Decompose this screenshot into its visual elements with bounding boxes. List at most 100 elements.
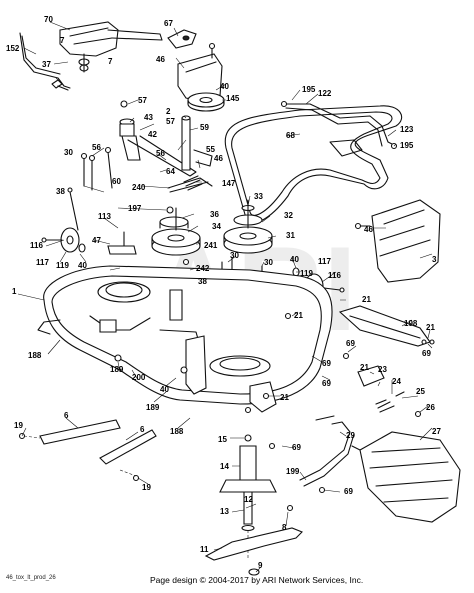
callout-195: 195 xyxy=(302,85,316,94)
callout-34: 34 xyxy=(212,222,221,231)
drive-belt xyxy=(224,105,403,224)
callout-189: 189 xyxy=(110,365,124,374)
callout-46: 46 xyxy=(364,225,373,234)
deflector-rod xyxy=(299,415,355,487)
callout-24: 24 xyxy=(392,377,401,386)
callout-43: 43 xyxy=(144,113,153,122)
lift-handle-assembly xyxy=(19,21,197,91)
spindle-assembly xyxy=(219,434,277,560)
callout-40: 40 xyxy=(290,255,299,264)
left-brackets xyxy=(18,419,157,482)
callout-19: 19 xyxy=(142,483,151,492)
callout-145: 145 xyxy=(226,94,240,103)
callout-7: 7 xyxy=(108,57,113,66)
mower-blade xyxy=(204,527,303,576)
callout-60: 60 xyxy=(112,177,121,186)
callout-56: 56 xyxy=(156,149,165,158)
callout-15: 15 xyxy=(218,435,227,444)
callout-116: 116 xyxy=(30,241,43,250)
callout-21: 21 xyxy=(280,393,289,402)
callout-40: 40 xyxy=(220,82,229,91)
callout-69: 69 xyxy=(344,487,353,496)
callout-6: 6 xyxy=(64,411,69,420)
center-pulley-stack xyxy=(151,207,201,266)
callout-46: 46 xyxy=(156,55,165,64)
left-lift-rods xyxy=(67,146,113,231)
callout-29: 29 xyxy=(346,431,355,440)
callout-199: 199 xyxy=(286,467,300,476)
callout-56: 56 xyxy=(92,143,101,152)
callout-116: 116 xyxy=(328,271,341,280)
callout-12: 12 xyxy=(244,495,253,504)
callout-57: 57 xyxy=(166,117,175,126)
right-baffle xyxy=(338,305,435,347)
callout-36: 36 xyxy=(210,210,219,219)
callout-21: 21 xyxy=(426,323,435,332)
callout-69: 69 xyxy=(346,339,355,348)
leader-lines xyxy=(17,21,433,573)
callout-67: 67 xyxy=(164,19,173,28)
callout-21: 21 xyxy=(360,363,369,372)
callout-198: 198 xyxy=(404,319,418,328)
callout-21: 21 xyxy=(362,295,371,304)
mower-deck-housing xyxy=(37,265,333,413)
callout-117: 117 xyxy=(318,257,331,266)
deflector-bracket xyxy=(357,365,422,418)
callout-26: 26 xyxy=(426,403,435,412)
belt-guard-and-idler xyxy=(177,42,225,112)
right-pulley-stack xyxy=(223,199,273,254)
callout-31: 31 xyxy=(286,231,295,240)
callout-13: 13 xyxy=(220,507,229,516)
callout-30: 30 xyxy=(230,251,239,260)
callout-7: 7 xyxy=(60,36,65,45)
callout-59: 59 xyxy=(200,123,209,132)
callout-70: 70 xyxy=(44,15,53,24)
callout-55: 55 xyxy=(206,145,215,154)
callout-labels: 70 67 7 152 7 37 46 40 145 57 2 43 57 59… xyxy=(6,15,441,570)
callout-57: 57 xyxy=(138,96,147,105)
callout-69: 69 xyxy=(322,359,331,368)
callout-122: 122 xyxy=(318,89,332,98)
callout-8: 8 xyxy=(282,523,287,532)
callout-241: 241 xyxy=(204,241,218,250)
callout-42: 42 xyxy=(148,130,157,139)
callout-147: 147 xyxy=(222,179,236,188)
belt-guide-rods xyxy=(280,100,398,157)
callout-30: 30 xyxy=(264,258,273,267)
callout-23: 23 xyxy=(378,365,387,374)
callout-123: 123 xyxy=(400,125,414,134)
callout-32: 32 xyxy=(284,211,293,220)
callout-33: 33 xyxy=(254,192,263,201)
callout-189: 189 xyxy=(146,403,160,412)
callout-188: 188 xyxy=(170,427,184,436)
callout-37: 37 xyxy=(42,60,51,69)
callout-30: 30 xyxy=(64,148,73,157)
callout-113: 113 xyxy=(98,212,111,221)
callout-197: 197 xyxy=(128,204,142,213)
callout-195: 195 xyxy=(400,141,414,150)
callout-242: 242 xyxy=(196,264,210,273)
callout-47: 47 xyxy=(92,236,101,245)
callout-69: 69 xyxy=(292,443,301,452)
callout-117: 117 xyxy=(36,258,49,267)
callout-69: 69 xyxy=(322,379,331,388)
callout-38: 38 xyxy=(56,187,65,196)
callout-46: 46 xyxy=(214,154,223,163)
callout-6: 6 xyxy=(140,425,145,434)
callout-11: 11 xyxy=(200,545,209,554)
callout-69: 69 xyxy=(422,349,431,358)
callout-152: 152 xyxy=(6,44,20,53)
loose-hardware xyxy=(244,312,427,512)
callout-240: 240 xyxy=(132,183,146,192)
left-gauge-wheel xyxy=(41,227,137,255)
callout-1: 1 xyxy=(12,287,17,296)
callout-9: 9 xyxy=(258,561,263,570)
callout-119: 119 xyxy=(56,261,69,270)
discharge-chute xyxy=(351,431,461,523)
callout-25: 25 xyxy=(416,387,425,396)
drawing-code: 46_tox_lt_prod_26 xyxy=(6,575,56,581)
callout-188: 188 xyxy=(28,351,42,360)
callout-40: 40 xyxy=(160,385,169,394)
callout-2: 2 xyxy=(166,107,171,116)
